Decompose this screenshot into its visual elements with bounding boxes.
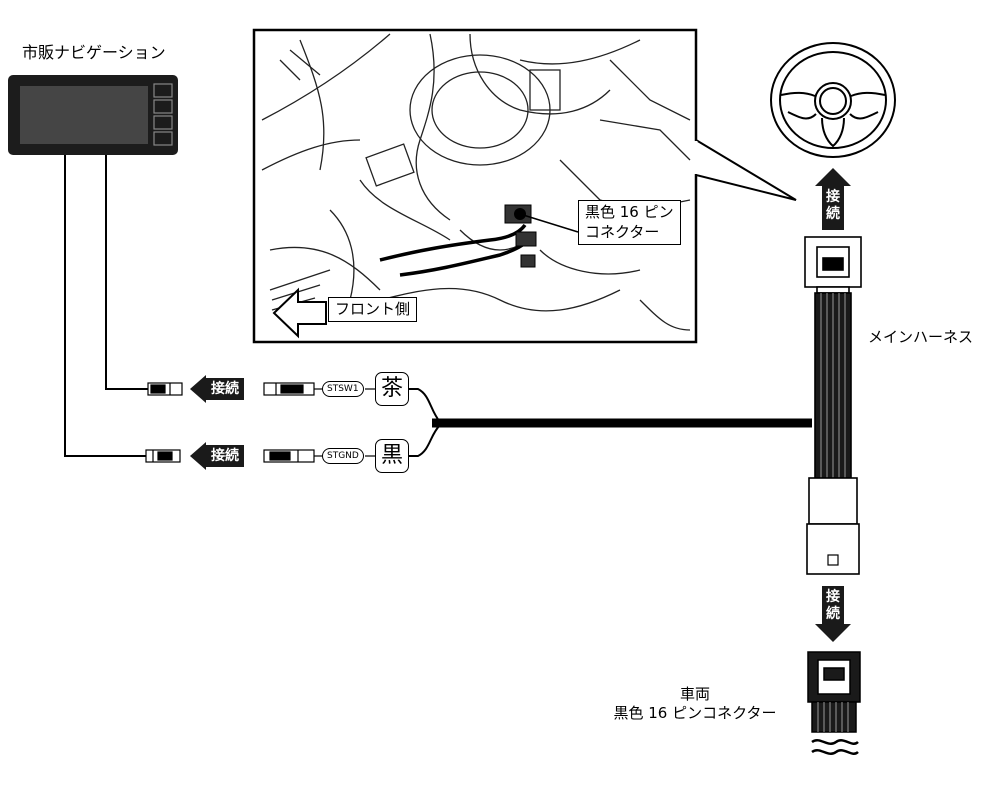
main-harness-label: メインハーネス <box>868 328 974 346</box>
connect-badge-bottom: 接続 <box>822 586 844 630</box>
wire-bundle <box>408 388 812 457</box>
connect-arrow-up <box>815 168 851 186</box>
harness-side-connectors <box>263 382 375 463</box>
connect-arrows-left <box>190 375 206 470</box>
connector-callout-label: 黒色 16 ピン コネクター <box>578 200 681 245</box>
wire-color-brown: 茶 <box>375 372 409 406</box>
nav-side-connectors <box>145 382 183 463</box>
front-side-label: フロント側 <box>328 297 418 322</box>
main-harness <box>804 236 862 575</box>
connect-badge-row1: 接続 <box>206 378 244 400</box>
vehicle-connector-label: 車両 黒色 16 ピンコネクター <box>613 685 777 722</box>
connect-badge-row2: 接続 <box>206 445 244 467</box>
steering-wheel <box>770 42 896 158</box>
navigation-label: 市販ナビゲーション <box>22 43 166 62</box>
installation-photo <box>252 28 797 344</box>
wire-color-black: 黒 <box>375 439 409 473</box>
connect-badge-top: 接続 <box>822 186 844 230</box>
navigation-lead-wires <box>64 155 148 457</box>
signal-tag-stgnd: STGND <box>322 448 364 464</box>
signal-tag-stsw1: STSW1 <box>322 381 364 397</box>
vehicle-connector <box>807 651 861 755</box>
navigation-unit <box>8 75 178 155</box>
